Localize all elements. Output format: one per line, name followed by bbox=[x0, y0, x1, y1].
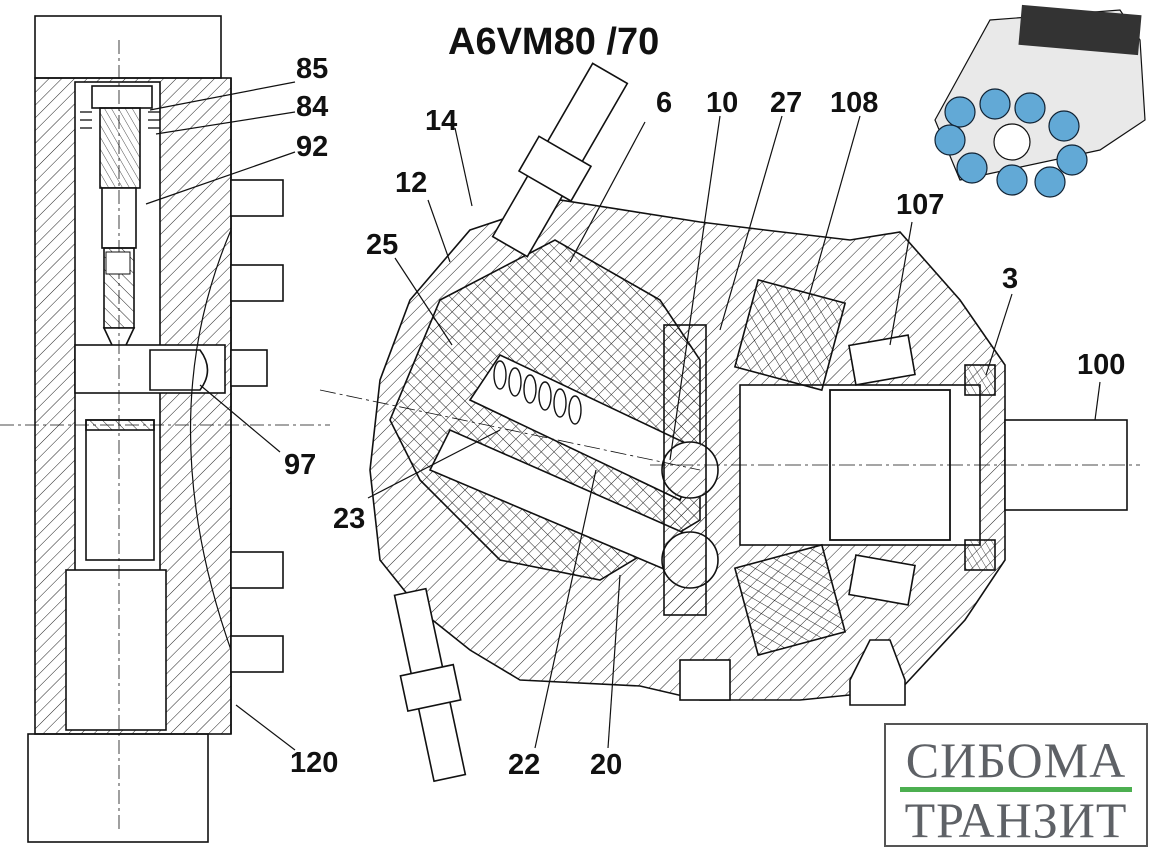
callout-3: 3 bbox=[1002, 263, 1018, 295]
motor-housing bbox=[319, 62, 1140, 783]
callout-108: 108 bbox=[830, 87, 878, 119]
callout-20: 20 bbox=[590, 749, 622, 781]
callout-120: 120 bbox=[290, 747, 338, 779]
callout-107: 107 bbox=[896, 189, 944, 221]
callout-25: 25 bbox=[366, 229, 398, 261]
logo-green-bar bbox=[900, 787, 1132, 792]
callout-85: 85 bbox=[296, 53, 328, 85]
rotating-group-render bbox=[934, 4, 1146, 198]
logo-line2: ТРАНЗИТ bbox=[904, 792, 1128, 848]
callout-14: 14 bbox=[425, 105, 457, 137]
drawing-title: A6VM80 /70 bbox=[448, 21, 659, 63]
callout-22: 22 bbox=[508, 749, 540, 781]
callout-84: 84 bbox=[296, 91, 328, 123]
callout-27: 27 bbox=[770, 87, 802, 119]
logo-line1: СИБОМА bbox=[905, 732, 1127, 788]
callout-10: 10 bbox=[706, 87, 738, 119]
callout-100: 100 bbox=[1077, 349, 1125, 381]
control-valve-section bbox=[0, 15, 330, 843]
sibomatranzit-logo: СИБОМА ТРАНЗИТ bbox=[884, 723, 1148, 847]
callout-12: 12 bbox=[395, 167, 427, 199]
leader-lines bbox=[145, 81, 1101, 751]
callout-97: 97 bbox=[284, 449, 316, 481]
callout-6: 6 bbox=[656, 87, 672, 119]
callout-92: 92 bbox=[296, 131, 328, 163]
callout-23: 23 bbox=[333, 503, 365, 535]
